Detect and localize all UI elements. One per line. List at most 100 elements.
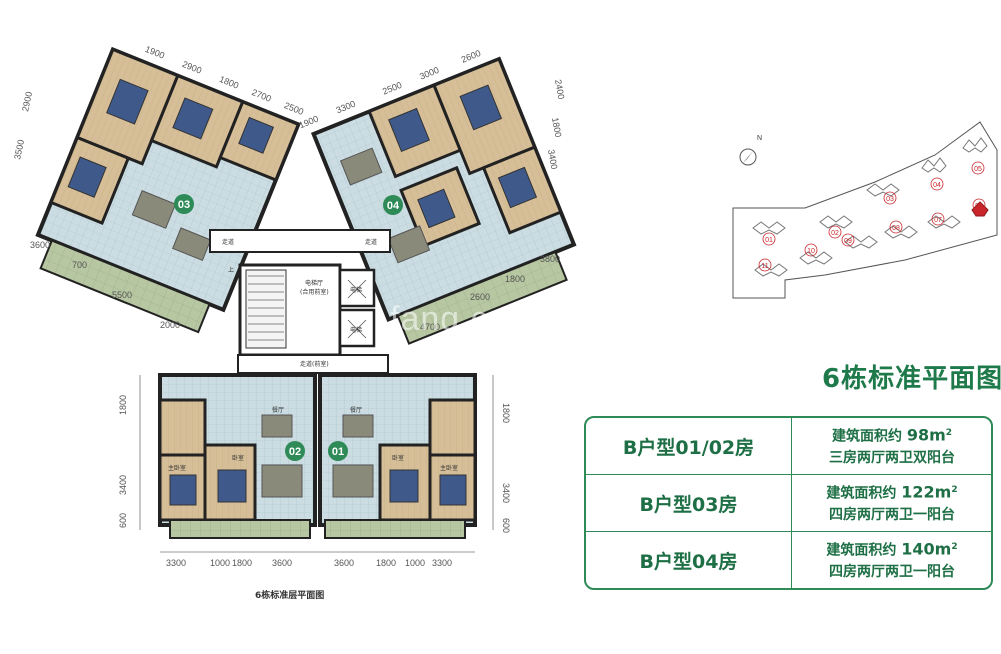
- building-04: 04: [933, 182, 941, 189]
- svg-text:2900: 2900: [20, 91, 34, 113]
- corridor-label-left: 走道: [222, 238, 234, 246]
- table-row: B户型01/02房 建筑面积约 98m2 三房两厅两卫双阳台: [586, 418, 991, 475]
- unit-03-number: 03: [178, 199, 190, 211]
- svg-text:1800: 1800: [505, 274, 525, 284]
- master-label-01: 主卧室: [440, 464, 458, 472]
- floor-plan-drawing: 1900 2900 1800 2700 2500 03 2900 3500 36…: [12, 44, 577, 568]
- area-label: 建筑面积约: [826, 542, 897, 559]
- dim-bottom-1: 3300: [166, 558, 186, 568]
- unit-03-badge: [174, 194, 194, 214]
- area-value: 122: [901, 482, 935, 502]
- watermark: fang.com: [390, 300, 538, 338]
- dining-label-02: 餐厅: [272, 406, 284, 414]
- stair-up-label: 上: [228, 266, 234, 274]
- area-label: 建筑面积约: [831, 428, 902, 445]
- dim-bottom-4: 3600: [272, 558, 292, 568]
- plan-caption: 6栋标准层平面图: [255, 591, 325, 601]
- svg-text:3800: 3800: [540, 254, 560, 264]
- unit-type-cell: B户型01/02房: [586, 418, 792, 474]
- building-11: 11: [761, 263, 768, 270]
- svg-text:1900: 1900: [144, 44, 166, 61]
- unit-desc-cell: 建筑面积约 98m2 三房两厅两卫双阳台: [793, 418, 991, 474]
- svg-text:3000: 3000: [418, 65, 440, 82]
- building-01: 01: [765, 237, 773, 244]
- corridor-label-right: 走道: [365, 238, 377, 246]
- table-row: B户型03房 建筑面积约 122m2 四房两厅两卫一阳台: [586, 475, 991, 532]
- svg-text:3300: 3300: [335, 99, 357, 116]
- svg-text:1800: 1800: [218, 74, 240, 91]
- unit-02-number: 02: [289, 446, 301, 458]
- core: [209, 229, 391, 374]
- floor-plan: 1900 2900 1800 2700 2500 03 2900 3500 36…: [12, 44, 577, 568]
- svg-text:3600: 3600: [30, 240, 50, 250]
- area-unit: m: [934, 539, 952, 559]
- layout-text: 四房两厅两卫一阳台: [829, 563, 955, 580]
- elevator-hall-label: 电梯厅: [305, 279, 323, 287]
- svg-text:5500: 5500: [112, 290, 132, 300]
- site-map: N 01 02 03 04 05 06 07 08 09 10: [725, 110, 1000, 310]
- dim-bottom-6: 1800: [376, 558, 396, 568]
- area-label: 建筑面积约: [826, 485, 897, 502]
- dim-left-2: 3400: [118, 475, 128, 495]
- area-unit-sup: 2: [951, 485, 958, 496]
- unit-desc-cell: 建筑面积约 140m2 四房两厅两卫一阳台: [793, 532, 991, 588]
- dim-right-3: 600: [501, 518, 511, 533]
- dining-label-01: 餐厅: [350, 406, 362, 414]
- area-unit: m: [929, 425, 946, 445]
- dim-bottom-8: 3300: [432, 558, 452, 568]
- dim-left-1: 1800: [118, 395, 128, 415]
- building-05: 05: [974, 166, 982, 173]
- unit-desc-cell: 建筑面积约 122m2 四房两厅两卫一阳台: [793, 475, 991, 531]
- unit-type-table: B户型01/02房 建筑面积约 98m2 三房两厅两卫双阳台 B户型03房 建筑…: [584, 416, 993, 590]
- area-unit: m: [934, 482, 952, 502]
- layout-text: 四房两厅两卫一阳台: [829, 506, 955, 523]
- unit-03-plan: 1900 2900 1800 2700 2500: [35, 44, 305, 334]
- svg-text:2000: 2000: [160, 320, 180, 330]
- unit-02-plan: [158, 373, 317, 539]
- svg-text:3400: 3400: [546, 149, 559, 170]
- svg-text:2400: 2400: [553, 79, 566, 100]
- page-title: 6栋标准平面图: [822, 364, 1001, 394]
- svg-text:700: 700: [72, 260, 87, 270]
- layout-text: 三房两厅两卫双阳台: [829, 449, 955, 466]
- svg-text:2600: 2600: [460, 48, 482, 65]
- dim-bottom-7: 1000: [405, 558, 425, 568]
- svg-text:1800: 1800: [550, 117, 563, 138]
- svg-text:4700: 4700: [420, 322, 440, 332]
- table-row: B户型04房 建筑面积约 140m2 四房两厅两卫一阳台: [586, 532, 991, 588]
- svg-text:3500: 3500: [12, 139, 26, 161]
- area-line: 建筑面积约 122m2: [826, 480, 957, 505]
- highlighted-building: [971, 201, 989, 217]
- dim-left-3: 600: [118, 513, 128, 528]
- bedroom-label-02: 卧室: [232, 454, 244, 462]
- unit-04-number: 04: [387, 200, 400, 212]
- area-value: 98: [906, 425, 930, 445]
- svg-text:2900: 2900: [181, 59, 203, 76]
- svg-text:2500: 2500: [283, 100, 305, 117]
- building-07: 07: [934, 217, 942, 224]
- unit-01-badge: [328, 441, 348, 461]
- elevator-label-1: 电梯: [350, 286, 362, 294]
- dim-right-2: 3400: [501, 483, 511, 503]
- area-value: 140: [901, 539, 935, 559]
- building-03: 03: [886, 196, 894, 203]
- area-unit-sup: 2: [951, 542, 958, 553]
- svg-text:2500: 2500: [381, 80, 403, 97]
- building-10: 10: [807, 248, 815, 255]
- unit-type-cell: B户型04房: [586, 532, 792, 588]
- svg-text:2600: 2600: [470, 292, 490, 302]
- site-map-drawing: N 01 02 03 04 05 06 07 08 09 10: [732, 121, 998, 299]
- dim-right-1: 1800: [501, 403, 511, 423]
- elevator-hall-sub-label: (合用前室): [300, 288, 329, 296]
- north-label: N: [757, 135, 762, 142]
- unit-type-cell: B户型03房: [586, 475, 792, 531]
- area-line: 建筑面积约 140m2: [826, 537, 957, 562]
- building-06: 06: [975, 203, 983, 210]
- elevator-label-2: 电梯: [350, 326, 362, 334]
- area-line: 建筑面积约 98m2: [832, 423, 952, 448]
- unit-04-plan: 1900 3300 2500 3000 2600: [298, 48, 577, 345]
- svg-text:2700: 2700: [250, 87, 272, 104]
- dim-bottom-5: 3600: [334, 558, 354, 568]
- dim-bottom-2: 1000: [210, 558, 230, 568]
- building-08: 08: [892, 225, 900, 232]
